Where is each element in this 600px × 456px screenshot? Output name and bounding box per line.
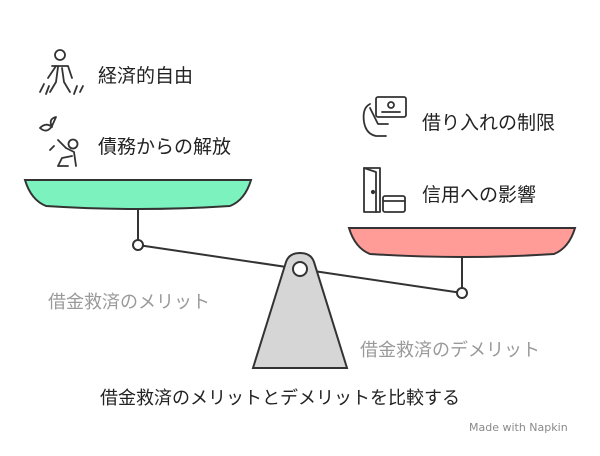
fulcrum-pivot [292,261,308,277]
right-side-label: 借金救済のデメリット [360,340,540,361]
left-pivot [132,239,144,251]
person-walking-icon [39,49,84,95]
right-pivot [456,287,468,299]
made-with-watermark: Made with Napkin [469,421,568,434]
left-side-label: 借金救済のメリット [48,292,210,313]
diagram-title: 借金救済のメリットとデメリットを比較する [100,388,460,409]
person-releasing-bird-icon [39,116,79,167]
door-and-card-icon [363,167,406,213]
right-item-label-2: 信用への影響 [422,184,537,206]
fulcrum [251,251,349,369]
left-item-label-2: 債務からの解放 [98,136,232,158]
hand-holding-card-icon [362,96,407,137]
left-item-label-1: 経済的自由 [98,65,194,87]
right-item-label-1: 借り入れの制限 [422,112,556,134]
right-pan [347,227,577,258]
left-pan [23,179,253,210]
